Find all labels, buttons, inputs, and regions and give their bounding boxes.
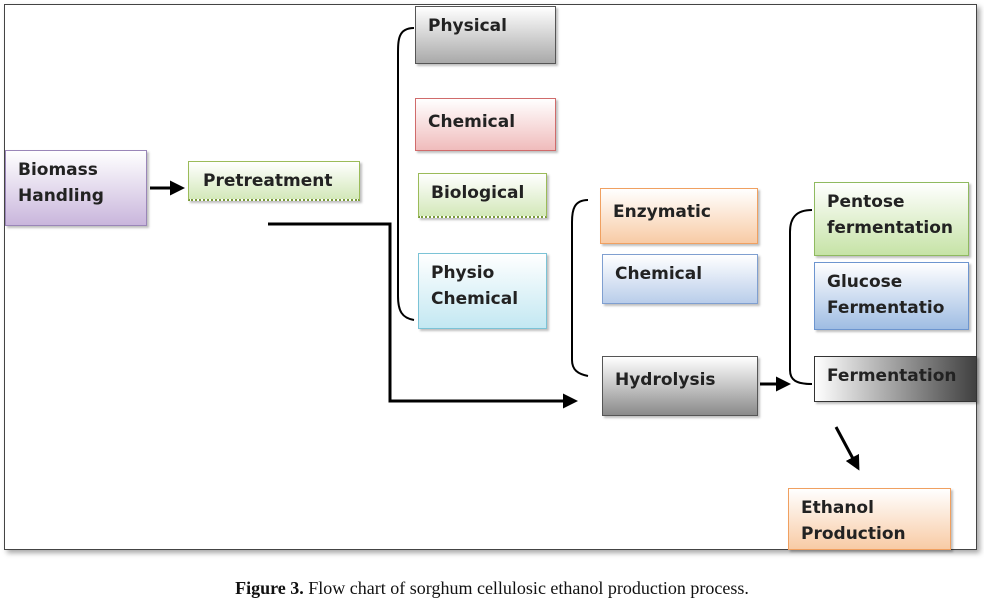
node-biological: Biological [418,173,547,218]
node-pentose-fermentation: Pentose fermentation [814,182,969,256]
node-chemical-pretreatment: Chemical [415,98,556,151]
node-physical-label: Physical [428,16,507,36]
bracket-fermentation-types [789,209,813,385]
node-ethanol-production: Ethanol Production [788,488,951,550]
node-physio-line2: Chemical [431,289,519,309]
node-hydrolysis-label: Hydrolysis [615,370,716,390]
node-glucose-line1: Glucose [827,272,903,292]
node-glucose-line2: Fermentatio [827,298,945,318]
node-glucose-fermentation: Glucose Fermentatio [814,262,969,330]
bracket-pretreatment-methods [397,27,415,321]
node-pretreatment: Pretreatment [188,161,360,201]
node-ethanol-line2: Production [801,524,906,544]
figure-caption: Figure 3. Flow chart of sorghum cellulos… [0,578,984,599]
node-enzymatic: Enzymatic [600,188,758,244]
node-physio-chemical: Physio Chemical [418,253,547,329]
node-chemical-hydrolysis-label: Chemical [615,264,703,284]
node-ethanol-line1: Ethanol [801,498,874,518]
node-biomass-line2: Handling [18,186,104,206]
node-pentose-line1: Pentose [827,192,905,212]
node-chemical-hydrolysis: Chemical [602,254,758,304]
node-biomass-line1: Biomass [18,160,98,180]
node-pentose-line2: fermentation [827,218,953,238]
node-biological-label: Biological [431,183,525,203]
bracket-hydrolysis-methods [571,199,589,377]
node-fermentation: Fermentation [814,356,977,402]
node-pretreatment-label: Pretreatment [203,171,333,191]
arrow-fermentation-to-ethanol [834,426,860,471]
node-biomass-handling: Biomass Handling [5,150,147,226]
node-physio-line1: Physio [431,263,495,283]
node-chemical-pretreatment-label: Chemical [428,112,516,132]
figure-caption-text: Flow chart of sorghum cellulosic ethanol… [303,578,749,598]
figure-caption-label: Figure 3. [235,578,304,598]
node-hydrolysis: Hydrolysis [602,356,758,416]
arrow-pretreatment-to-hydrolysis [268,222,578,409]
node-physical: Physical [415,6,556,64]
node-fermentation-label: Fermentation [827,366,957,386]
node-enzymatic-label: Enzymatic [613,202,711,222]
